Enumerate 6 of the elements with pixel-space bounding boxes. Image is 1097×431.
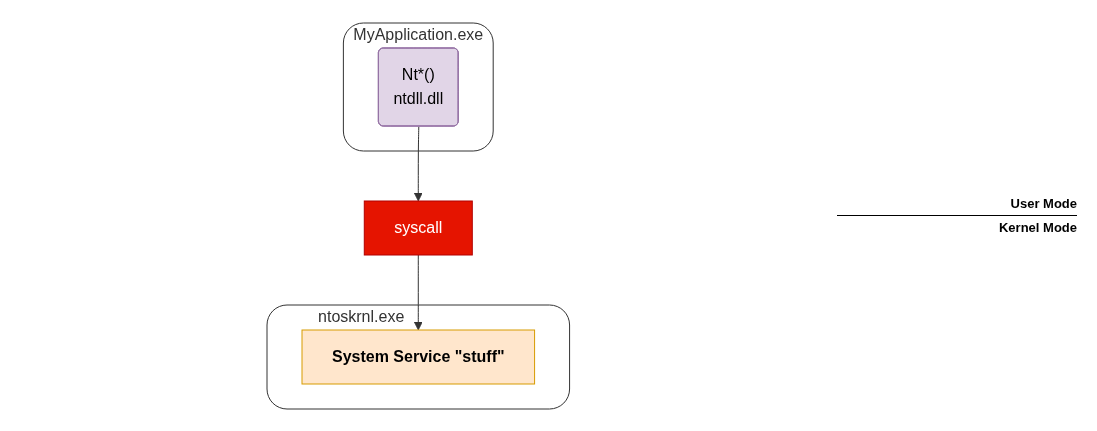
arrow <box>414 254 423 330</box>
mode-label: Kernel Mode <box>998 219 1077 237</box>
arrow <box>414 125 423 201</box>
mode-label: User Mode <box>1009 195 1077 213</box>
node-box: System Service "stuff" <box>301 329 536 384</box>
node-box: syscall <box>364 200 473 255</box>
